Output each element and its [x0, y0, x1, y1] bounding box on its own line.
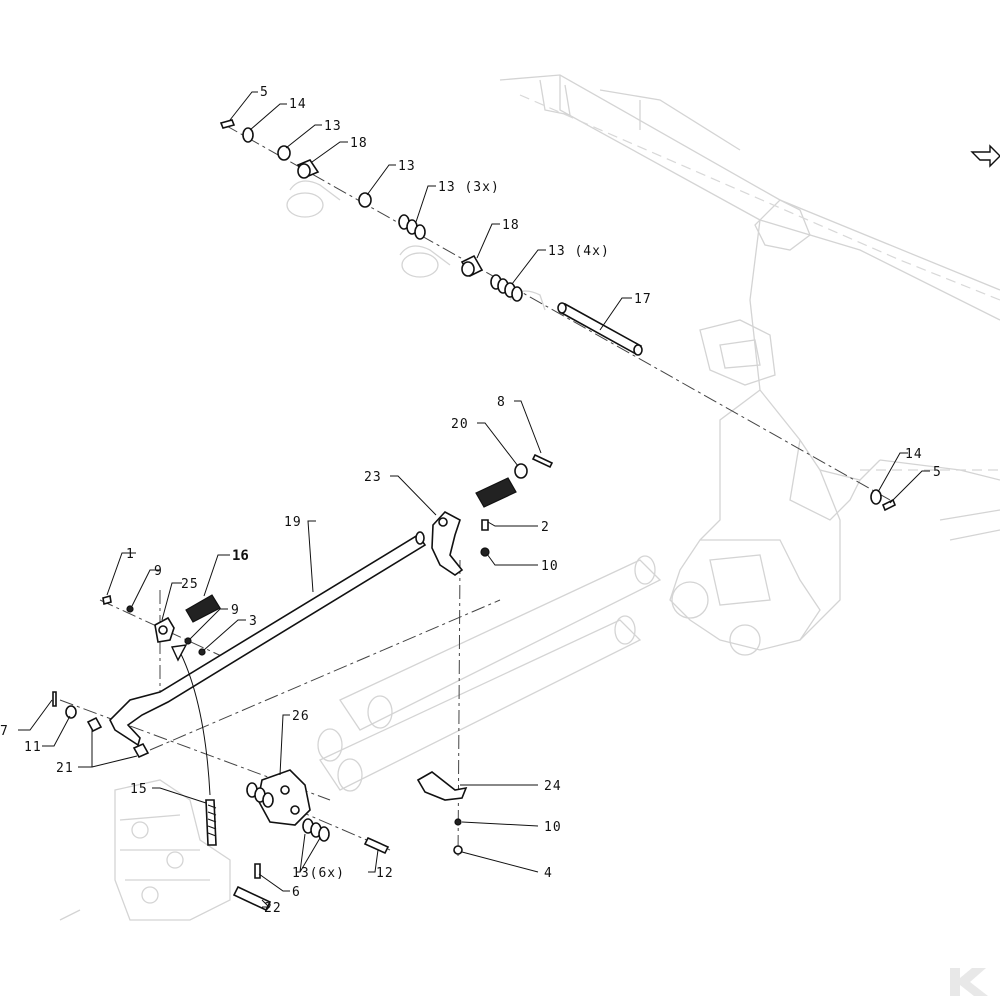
- pin-3: [198, 648, 206, 656]
- callout-14-top: 14: [289, 97, 307, 112]
- callout-19: 19: [284, 515, 302, 530]
- callout-16: 16: [232, 548, 249, 564]
- pin-5-top: [219, 119, 236, 129]
- callout-13-a: 13: [324, 119, 342, 134]
- washer-13-b: [358, 192, 372, 208]
- callout-13-3x: 13 (3x): [438, 180, 500, 195]
- washer-9-a: [126, 605, 134, 613]
- callout-7: 7: [0, 724, 9, 739]
- callout-24: 24: [544, 779, 562, 794]
- callout-11: 11: [24, 740, 42, 755]
- spring-15: [205, 799, 217, 846]
- washer-9-b: [184, 637, 192, 645]
- spring-16: [185, 594, 221, 623]
- washer-13-6x-3: [318, 826, 330, 842]
- callout-9-b: 9: [231, 603, 240, 618]
- bracket-23: [431, 511, 464, 576]
- pin-6: [254, 863, 261, 879]
- callout-6: 6: [292, 885, 301, 900]
- callout-14-right: 14: [905, 447, 923, 462]
- washer-13-3x-3: [414, 224, 426, 240]
- callout-20: 20: [451, 417, 469, 432]
- pin-5-right: [881, 498, 897, 512]
- callout-17: 17: [634, 292, 652, 307]
- washer-14-right: [870, 489, 882, 505]
- nut-10-b: [454, 818, 462, 826]
- callout-10-b: 10: [544, 820, 562, 835]
- callout-10-a: 10: [541, 559, 559, 574]
- callout-18-b: 18: [502, 218, 520, 233]
- callout-13-6x: 13(6x): [292, 866, 345, 881]
- callout-18-a: 18: [350, 136, 368, 151]
- callout-5-top: 5: [260, 85, 269, 100]
- background-frame-ghost: [59, 74, 1000, 921]
- bracket-24: [416, 771, 468, 801]
- callout-3: 3: [249, 614, 258, 629]
- callout-8: 8: [497, 395, 506, 410]
- assembly-axis-lines: [59, 124, 891, 861]
- washer-13-a: [277, 145, 291, 161]
- nut-4: [453, 845, 463, 855]
- callout-15: 15: [130, 782, 148, 797]
- pin-12: [363, 836, 390, 855]
- lever-assembly-parts: [52, 453, 554, 912]
- spring-upper: [475, 477, 517, 508]
- washer-20: [514, 463, 528, 479]
- callout-13-b: 13: [398, 159, 416, 174]
- callout-4: 4: [544, 866, 553, 881]
- washer-group-left-3: [262, 792, 274, 808]
- pin-7: [52, 691, 57, 707]
- callout-2: 2: [541, 520, 550, 535]
- pin-8: [531, 453, 554, 469]
- k-logo-watermark-icon: [950, 968, 988, 996]
- callout-1: 1: [126, 547, 135, 562]
- callout-21: 21: [56, 761, 74, 776]
- bushing-21-a: [86, 716, 103, 733]
- callout-leaders: [18, 91, 930, 908]
- upper-shaft-parts: [219, 119, 897, 512]
- callout-13-4x: 13 (4x): [548, 244, 610, 259]
- washer-13-4x-4: [511, 286, 523, 302]
- callout-12: 12: [376, 866, 394, 881]
- callout-9-a: 9: [154, 564, 163, 579]
- callout-labels: 5 14 13 18 13 13 (3x) 18 13 (4x) 17 8 20…: [0, 85, 942, 916]
- callout-26: 26: [292, 709, 310, 724]
- callout-25: 25: [181, 577, 199, 592]
- washer-14-top: [242, 127, 254, 143]
- next-view-arrow-icon[interactable]: [970, 144, 1000, 168]
- callout-23: 23: [364, 470, 382, 485]
- callout-22: 22: [264, 901, 282, 916]
- pin-22: [232, 885, 272, 912]
- bushing-21-b: [132, 742, 150, 759]
- bolt-1: [102, 594, 112, 606]
- bolt-2: [481, 519, 489, 531]
- callout-5-right: 5: [933, 465, 942, 480]
- nut-11: [65, 705, 77, 719]
